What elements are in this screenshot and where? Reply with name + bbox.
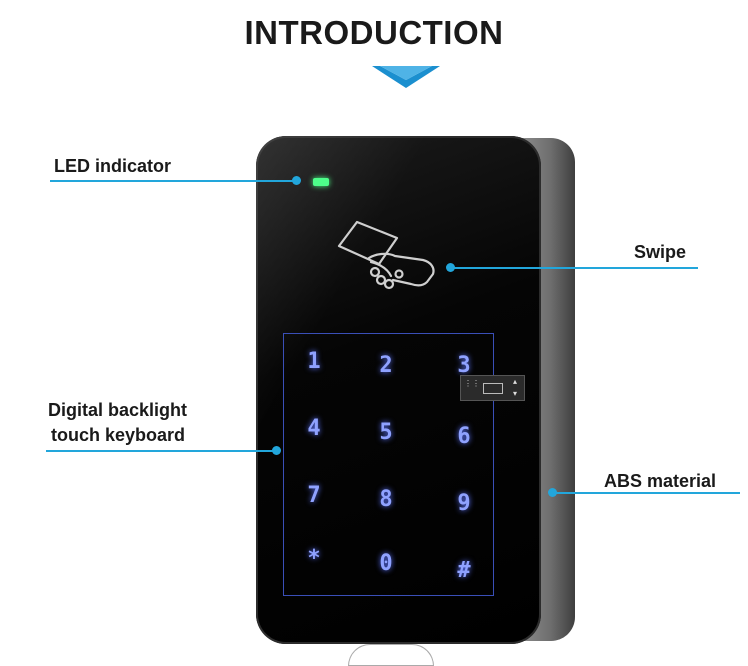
input-toolbar[interactable]: ⋮⋮ ▴ ▾ [460, 375, 525, 401]
key-0[interactable]: 0 [379, 551, 393, 576]
callout-keyboard-line [46, 450, 278, 452]
key-9[interactable]: 9 [457, 491, 471, 516]
chevron-down-icon [372, 66, 440, 88]
callout-led-label: LED indicator [54, 156, 172, 176]
key-star[interactable]: * [307, 546, 321, 571]
key-8[interactable]: 8 [379, 487, 393, 512]
led-light [313, 178, 329, 186]
callout-swipe-line [450, 267, 698, 269]
callout-keyboard-label-2: touch keyboard [51, 425, 186, 445]
page-title: INTRODUCTION [244, 14, 504, 51]
touch-keypad: 1 2 3 4 5 6 7 8 9 * 0 # [283, 333, 494, 596]
key-hash[interactable]: # [457, 558, 471, 583]
chevron-up-icon[interactable]: ▴ [513, 377, 518, 386]
callout-led-line [50, 180, 298, 182]
callout-led-dot [292, 176, 301, 185]
keyboard-icon[interactable] [483, 383, 503, 394]
bottom-partial-element [348, 644, 434, 666]
key-2[interactable]: 2 [379, 353, 393, 378]
callout-swipe-label: Swipe [634, 242, 687, 262]
chevron-down-icon[interactable]: ▾ [513, 389, 518, 398]
grip-icon[interactable]: ⋮⋮ [464, 379, 480, 388]
callout-keyboard-label-1: Digital backlight [48, 400, 188, 420]
callout-keyboard-dot [272, 446, 281, 455]
key-3[interactable]: 3 [457, 353, 471, 378]
card-swipe-icon [337, 220, 435, 290]
key-1[interactable]: 1 [307, 349, 321, 374]
key-4[interactable]: 4 [307, 416, 321, 441]
callout-swipe-dot [446, 263, 455, 272]
key-7[interactable]: 7 [307, 483, 321, 508]
key-5[interactable]: 5 [379, 420, 393, 445]
callout-material-line [552, 492, 740, 494]
callout-material-label: ABS material [604, 471, 717, 491]
callout-material-dot [548, 488, 557, 497]
key-6[interactable]: 6 [457, 424, 471, 449]
